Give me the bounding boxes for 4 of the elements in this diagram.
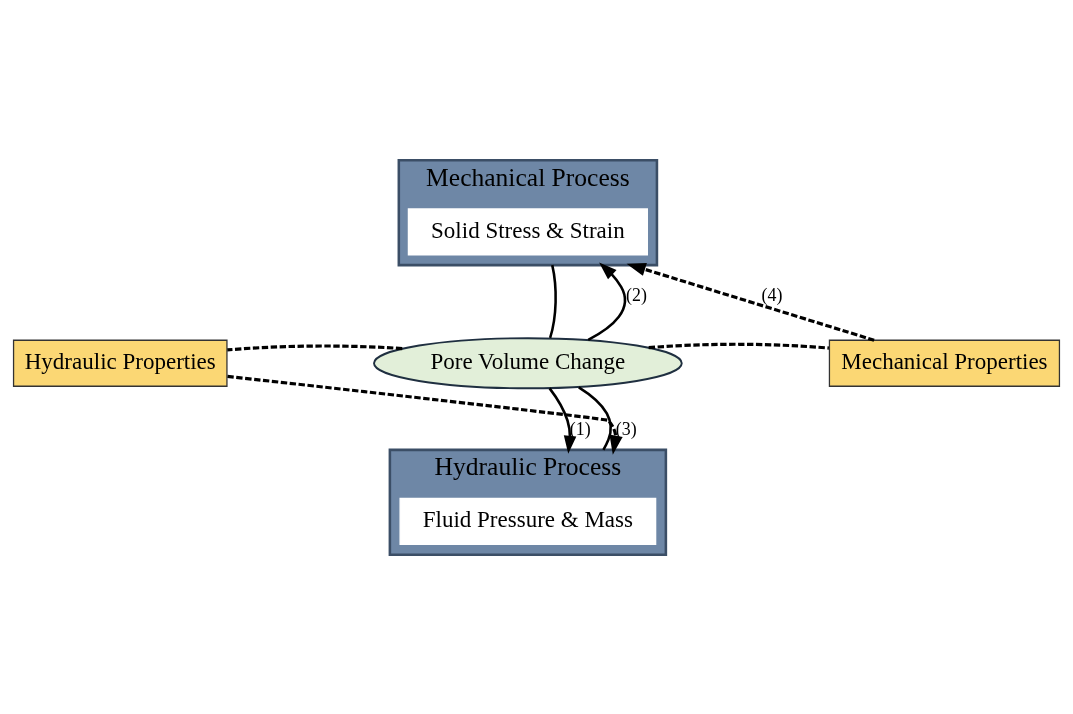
edge-label: (3) (615, 418, 637, 439)
edge-label: (1) (569, 418, 591, 439)
edge-label: (2) (626, 284, 647, 305)
edge-label: (4) (761, 284, 783, 305)
